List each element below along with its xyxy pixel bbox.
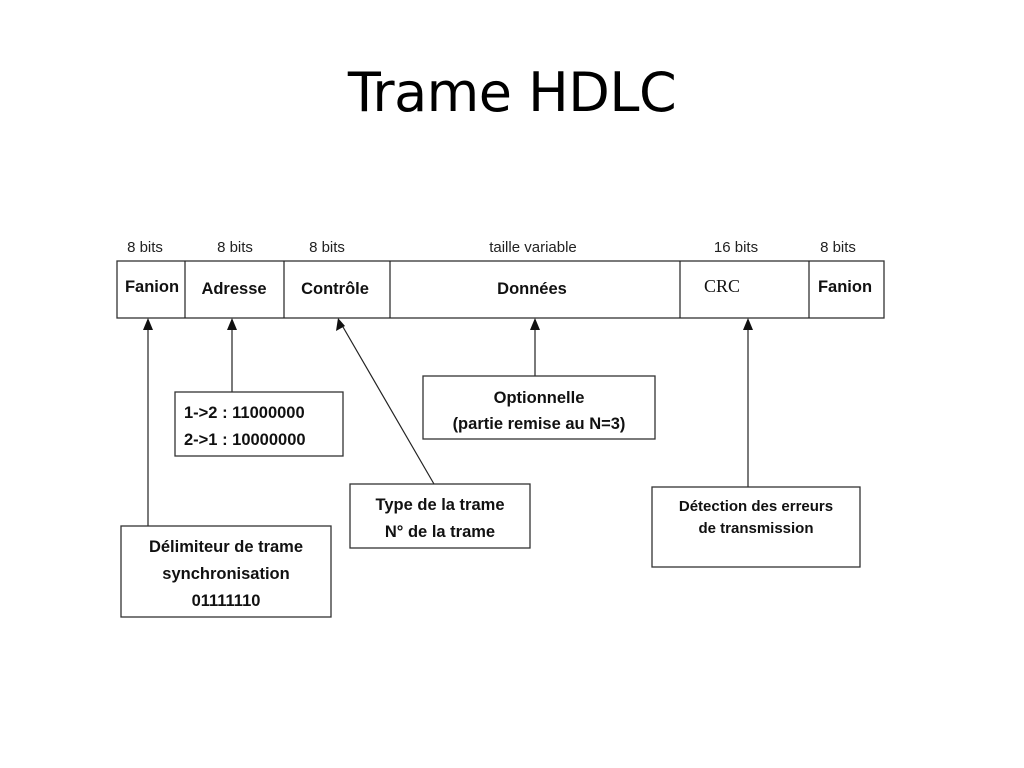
- crc-note-line-1: Détection des erreurs: [679, 498, 833, 515]
- frame-bar: [116, 260, 885, 319]
- arrowhead-data: [530, 318, 540, 330]
- field-size-crc: 16 bits: [714, 239, 758, 256]
- arrowhead-address: [227, 318, 237, 330]
- address-note-box: [174, 391, 344, 457]
- slide-title: Trame HDLC: [347, 61, 677, 124]
- field-size-adresse: 8 bits: [217, 239, 253, 256]
- field-label-adresse: Adresse: [201, 280, 266, 298]
- control-note-line-2: N° de la trame: [385, 523, 495, 541]
- flag-note-line-3: 01111110: [192, 592, 261, 610]
- crc-note-box: [651, 486, 861, 568]
- flag-note-line-2: synchronisation: [162, 565, 289, 583]
- arrowhead-control: [336, 318, 345, 331]
- field-size-fanion-start: 8 bits: [127, 239, 163, 256]
- field-label-donnees: Données: [497, 280, 567, 298]
- arrowhead-flag: [143, 318, 153, 330]
- arrowhead-crc: [743, 318, 753, 330]
- field-label-fanion-start: Fanion: [125, 278, 179, 296]
- field-size-controle: 8 bits: [309, 239, 345, 256]
- data-note-line-1: Optionnelle: [494, 389, 585, 407]
- address-note-line-2: 2->1 : 10000000: [184, 431, 306, 449]
- data-note-line-2: (partie remise au N=3): [453, 415, 626, 433]
- flag-note-line-1: Délimiteur de trame: [149, 538, 303, 556]
- field-label-fanion-end: Fanion: [818, 278, 872, 296]
- field-size-donnees: taille variable: [489, 239, 577, 256]
- control-note-line-1: Type de la trame: [376, 496, 505, 514]
- field-label-controle: Contrôle: [301, 280, 369, 298]
- flag-note-box: [120, 525, 332, 618]
- control-note-box: [349, 483, 531, 549]
- crc-note-line-2: de transmission: [698, 520, 813, 537]
- address-note-line-1: 1->2 : 11000000: [184, 404, 305, 422]
- arrow-control: [342, 326, 435, 485]
- field-size-fanion-end: 8 bits: [820, 239, 856, 256]
- data-note-box: [422, 375, 656, 440]
- field-label-crc: CRC: [704, 276, 740, 296]
